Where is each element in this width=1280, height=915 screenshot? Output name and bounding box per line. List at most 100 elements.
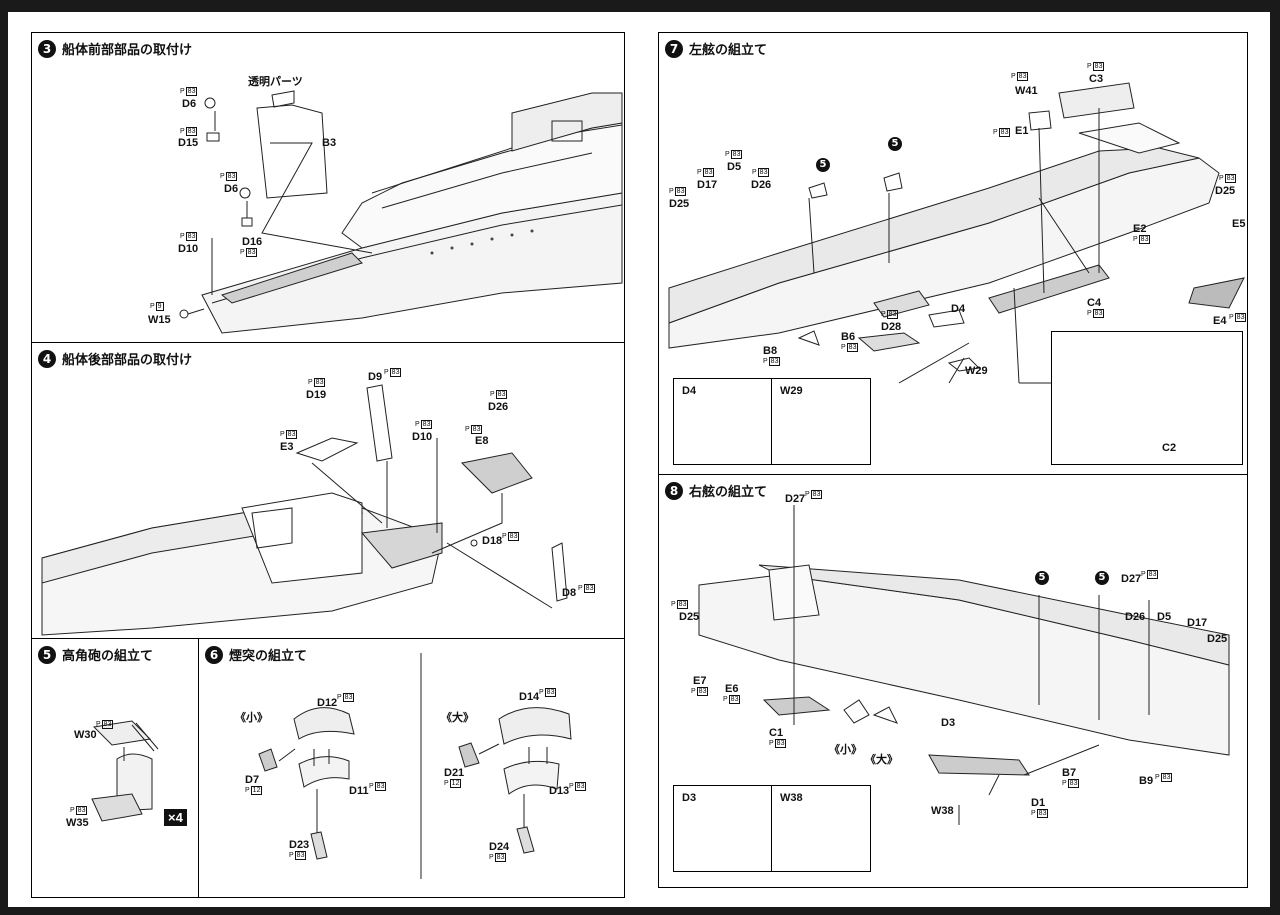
label-d17: D17 [1187,617,1208,629]
label-e3: E3 [280,441,294,453]
label-d4: D4 [951,303,966,315]
label-d3: D3 [941,717,956,729]
inset-label-d4: D4 [682,385,697,397]
inset-label-w38: W38 [780,792,803,804]
label-d14: D14 [519,691,540,703]
label-e1: E1 [1015,125,1029,137]
label-d21: D21 [444,767,465,779]
label-d16: D16 [242,236,263,248]
inset-w38: W38 [771,785,871,872]
label-d7: D7 [245,774,260,786]
label-c2: C2 [1162,442,1177,454]
label-d12: D12 [317,697,338,709]
label-d17: D17 [697,179,718,191]
label-d5: D5 [1157,611,1172,623]
label-d18: D18 [482,535,503,547]
label-w35: W35 [66,817,89,829]
label-d27-b: D27 [1121,573,1142,585]
inset-d3: D3 [673,785,773,872]
label-e6: E6 [725,683,739,695]
label-d10: D10 [412,431,433,443]
label-d6-b: D6 [224,183,239,195]
label-d25-b: D25 [1207,633,1228,645]
label-e7: E7 [693,675,707,687]
step-ref-5: 5 [816,158,830,172]
inset-w29: W29 [771,378,871,465]
label-d28: D28 [881,321,902,333]
label-w29: W29 [965,365,988,377]
label-clear-parts: 透明パーツ [248,76,303,88]
label-b6: B6 [841,331,856,343]
aa-gun-drawing [91,720,159,822]
label-e5: E5 [1232,218,1246,230]
label-e2: E2 [1133,223,1147,235]
starboard-side-drawing [698,505,1230,825]
label-d26: D26 [1125,611,1146,623]
label-e8: E8 [475,435,489,447]
label-large: 《大》 [441,711,474,724]
label-d6: D6 [182,98,197,110]
port-side-drawing [668,82,1245,384]
label-small: 《小》 [829,743,862,756]
label-c3: C3 [1089,73,1104,85]
label-c4: C4 [1087,297,1102,309]
label-b7: B7 [1062,767,1077,779]
label-small: 《小》 [235,711,268,724]
stern-hull-drawing [41,384,568,636]
label-w38: W38 [931,805,954,817]
step-ref-5: 5 [1095,571,1109,585]
label-d25: D25 [679,611,700,623]
label-b9: B9 [1139,775,1154,787]
label-large: 《大》 [865,753,898,766]
quantity-badge: ×4 [164,809,187,826]
label-e4: E4 [1213,315,1227,327]
label-d9: D9 [368,371,383,383]
label-d1: D1 [1031,797,1046,809]
label-d10: D10 [178,243,199,255]
step-ref-5: 5 [1035,571,1049,585]
label-b3: B3 [322,137,337,149]
